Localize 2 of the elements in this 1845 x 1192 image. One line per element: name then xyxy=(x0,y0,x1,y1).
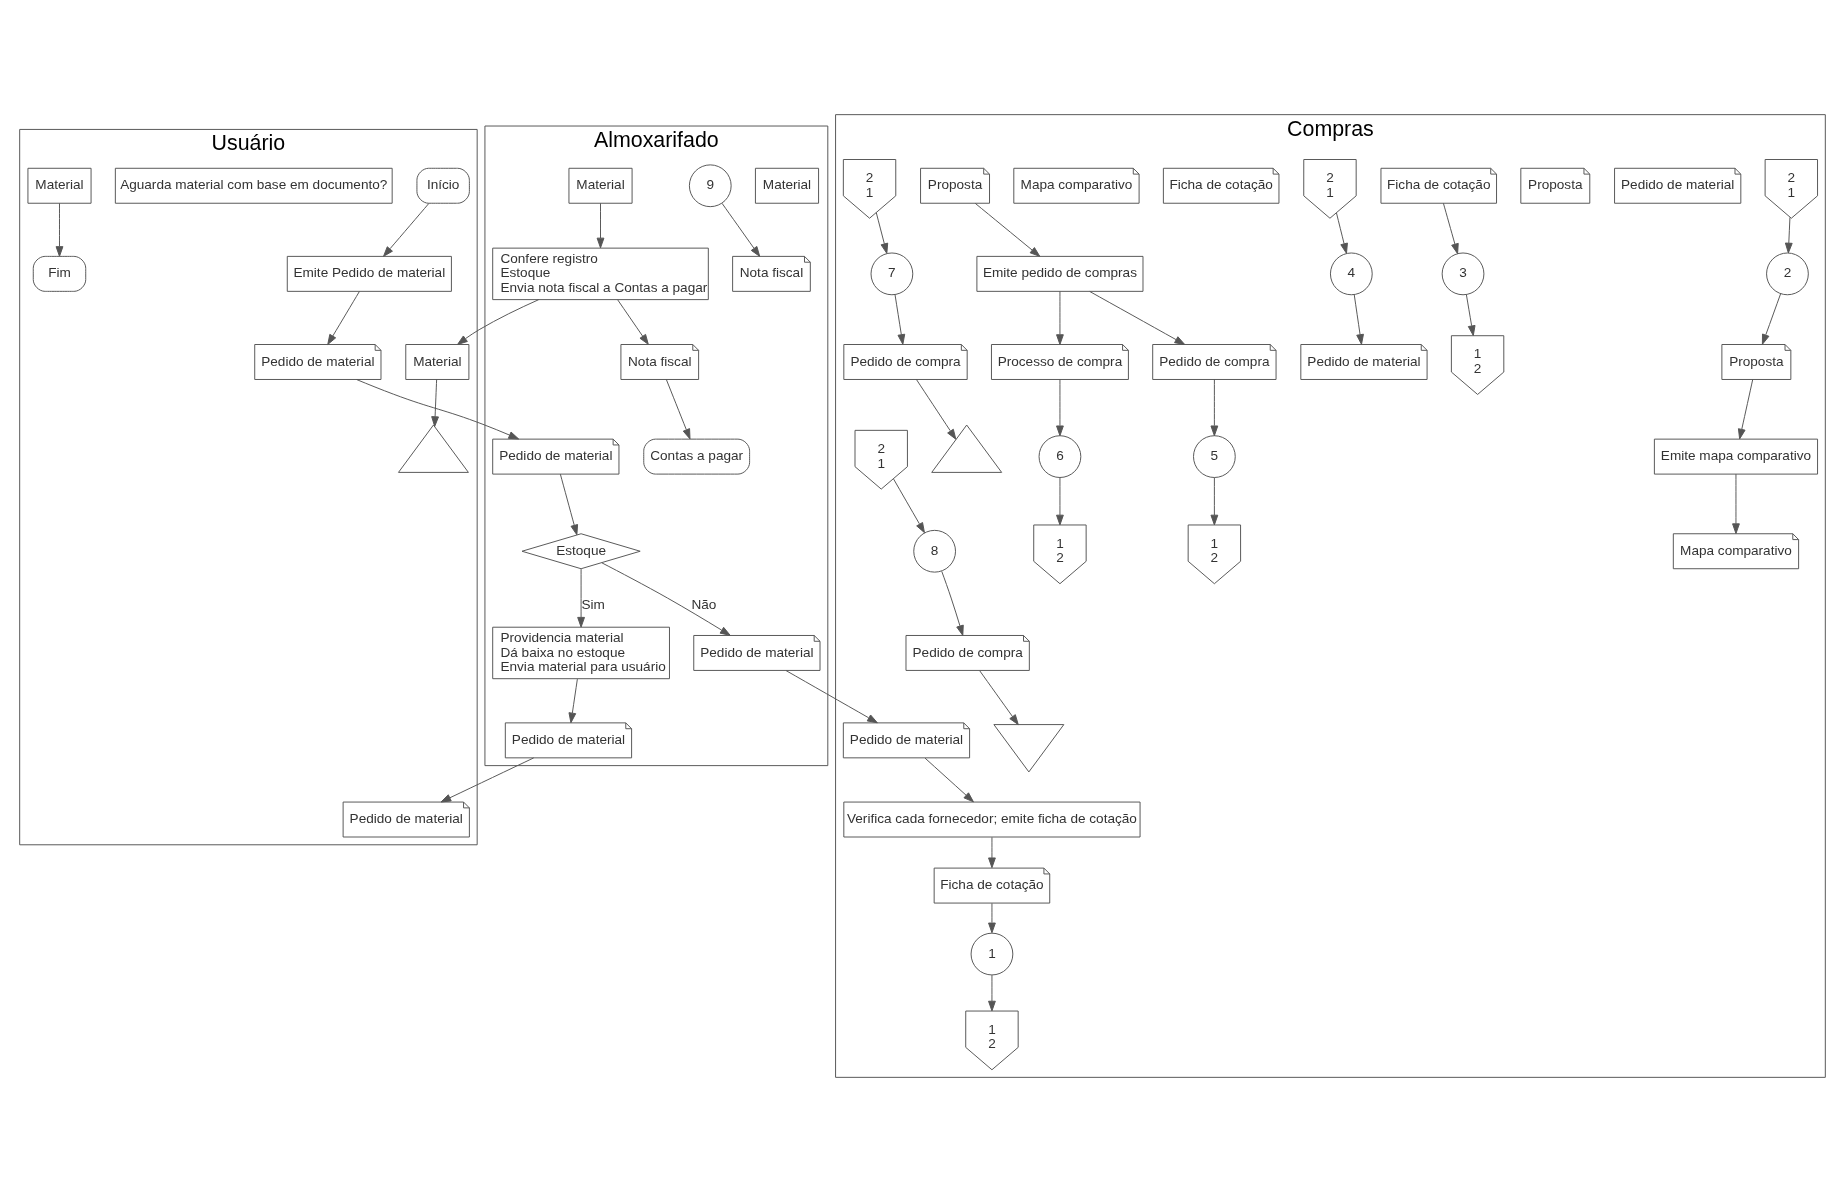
edge-label: Não xyxy=(691,596,717,612)
edge-label: Sim xyxy=(581,596,605,612)
